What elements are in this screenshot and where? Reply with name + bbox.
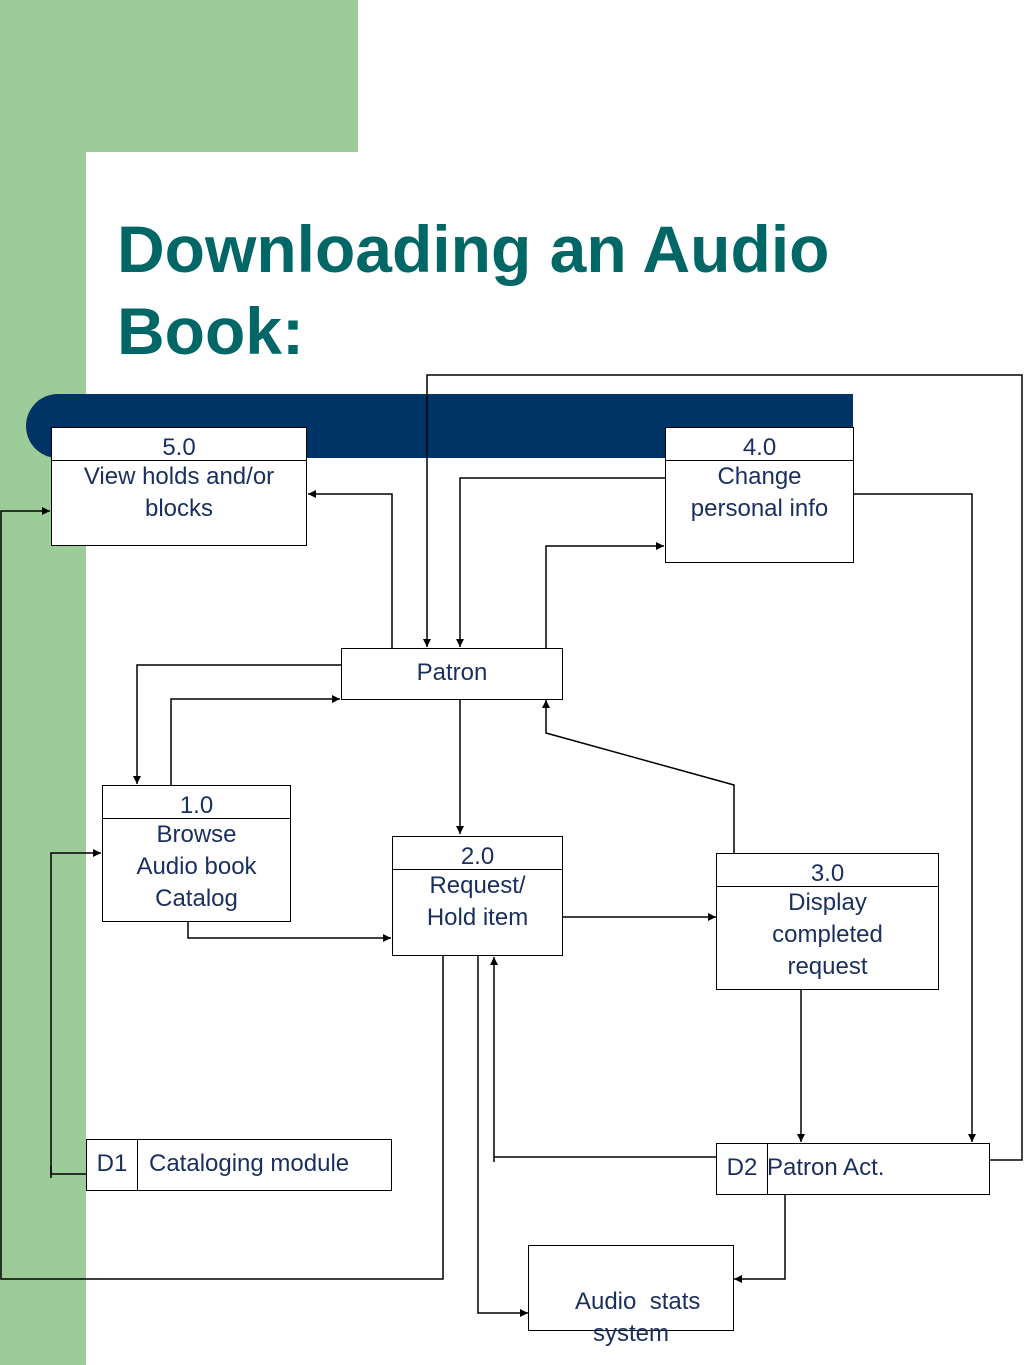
green-top-block <box>0 0 358 152</box>
datastore-d1-name: Cataloging module <box>149 1150 350 1177</box>
flow-1-to-2 <box>187 922 391 942</box>
flow-1-to-patron <box>170 695 340 785</box>
audio-stats-entity: Audio stats system <box>528 1245 734 1347</box>
flow-4-to-patron <box>456 477 665 647</box>
flow-d2-to-2 <box>490 957 717 1158</box>
audio-stats-label: Audio stats system <box>574 1288 708 1347</box>
flow-patron-to-4 <box>545 542 664 648</box>
green-side-strip <box>0 0 86 1365</box>
process-1-number: 1.0 <box>103 786 290 819</box>
datastore-d2-id: D2 <box>717 1144 768 1194</box>
process-3-number: 3.0 <box>717 854 938 887</box>
process-5-number: 5.0 <box>52 428 306 461</box>
flow-d2-to-audio-stats <box>734 1195 786 1283</box>
process-4-number: 4.0 <box>666 428 853 461</box>
title-line-1: Downloading an Audio <box>117 212 830 286</box>
process-3-label: Display completed request <box>772 889 883 980</box>
datastore-d2: D2 Patron Act. <box>716 1143 990 1195</box>
process-3-display-request: 3.0 Display completed request <box>716 853 939 990</box>
process-2-label: Request/ Hold item <box>426 872 529 931</box>
datastore-d1-id: D1 <box>87 1140 138 1190</box>
title-line-2: Book: <box>117 294 304 368</box>
flow-patron-to-5 <box>308 490 393 648</box>
patron-entity: Patron <box>341 648 563 700</box>
process-4-label: Change personal info <box>690 463 829 522</box>
process-1-browse-catalog: 1.0 Browse Audio book Catalog <box>102 785 291 922</box>
process-5-label: View holds and/or blocks <box>83 463 275 522</box>
process-2-request-hold: 2.0 Request/ Hold item <box>392 836 563 956</box>
process-4-change-info: 4.0 Change personal info <box>665 427 854 563</box>
flow-3-to-patron <box>542 700 735 853</box>
flow-2-to-audio-stats <box>477 956 528 1317</box>
flow-2-to-5 <box>0 507 444 1280</box>
flow-patron-to-1 <box>133 664 341 784</box>
process-2-number: 2.0 <box>393 837 562 870</box>
slide-title: Downloading an Audio Book: <box>117 208 977 372</box>
patron-label: Patron <box>416 659 488 686</box>
flow-d2-to-patron-loop <box>423 374 1023 1161</box>
process-1-label: Browse Audio book Catalog <box>136 821 257 912</box>
flow-4-to-d2 <box>854 493 976 1142</box>
process-5-view-holds: 5.0 View holds and/or blocks <box>51 427 307 546</box>
datastore-d2-name: Patron Act. <box>767 1154 885 1181</box>
flow-d1-to-1 <box>50 849 101 1175</box>
datastore-d1: D1 Cataloging module <box>86 1139 392 1191</box>
